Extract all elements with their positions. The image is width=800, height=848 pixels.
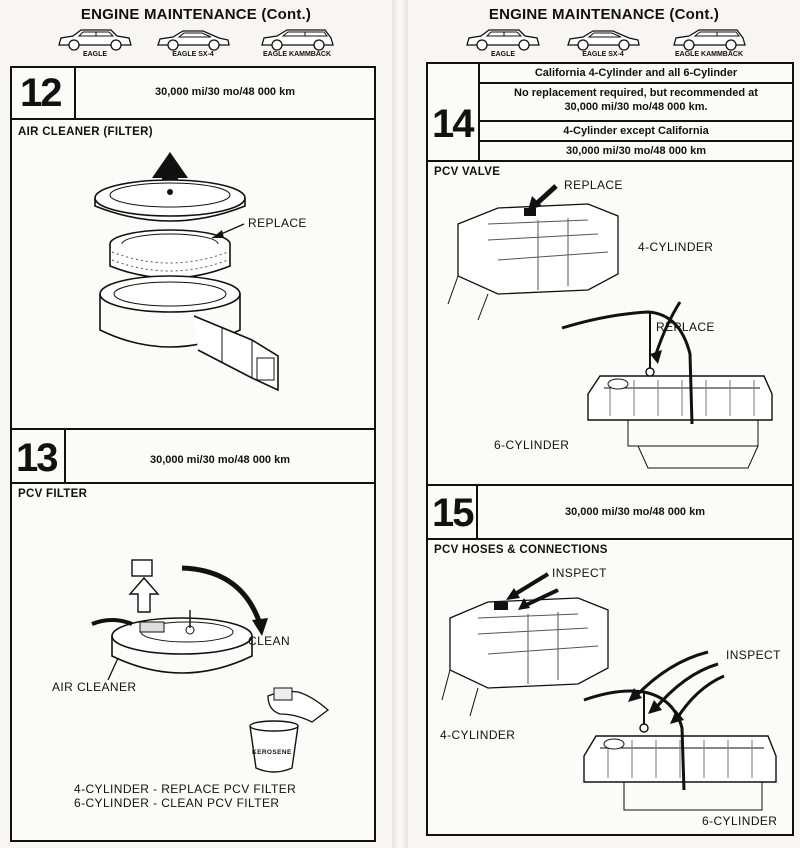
kerosene-can-label: KEROSENE [252,749,292,756]
car-kammback-label: EAGLE KAMMBACK [262,51,332,58]
right-page: ENGINE MAINTENANCE (Cont.) EAGLE EAGLE S… [408,0,800,848]
car-kammback-icon [673,29,746,51]
car-sx4-label: EAGLE SX-4 [582,51,624,58]
air-cleaner-illustration [94,152,279,392]
schedule-row-4: 30,000 mi/30 mo/48 000 km [565,145,707,157]
item-13-box: 13 30,000 mi/30 mo/48 000 km PCV FILTER [10,428,376,842]
item-12-header-rule [12,118,374,120]
item-15-box: 15 30,000 mi/30 mo/48 000 km PCV HOSES &… [426,484,794,836]
pcv-hoses-illustration [441,572,777,811]
car-eagle-label: EAGLE [490,51,516,58]
schedule-row-2-line-2: 30,000 mi/30 mo/48 000 km. [564,101,708,113]
page-gutter [392,0,408,848]
item-interval: 30,000 mi/30 mo/48 000 km [564,506,706,518]
item-number: 13 [16,436,58,480]
section-title: PCV VALVE [434,166,501,178]
item-12-box: 12 30,000 mi/30 mo/48 000 km AIR CLEANER… [10,66,376,432]
car-eagle-icon [466,29,540,51]
schedule-row-3: 4-Cylinder except California [563,125,709,137]
pcv-valve-illustration [447,184,773,469]
item-number: 15 [432,491,474,535]
replace-label-4cyl: REPLACE [564,178,623,192]
car-kammback-label: EAGLE KAMMBACK [674,51,744,58]
clean-label: CLEAN [248,634,291,648]
car-eagle: EAGLE [458,26,548,58]
inspect-label-4cyl: INSPECT [552,566,607,580]
section-title: PCV FILTER [18,488,88,500]
replace-label-6cyl: REPLACE [656,320,715,334]
item-14-row-rule-1 [480,82,792,84]
schedule-row-1: California 4-Cylinder and all 6-Cylinder [534,67,738,79]
four-cylinder-label: 4-CYLINDER [440,728,516,742]
car-sx4-icon [567,30,640,51]
left-page: ENGINE MAINTENANCE (Cont.) EAGLE EAGLE S… [0,0,392,848]
page-title: ENGINE MAINTENANCE (Cont.) [80,6,312,23]
filter-note-line-2: 6-CYLINDER - CLEAN PCV FILTER [74,796,280,810]
item-12-divider [74,68,76,118]
inspect-label-6cyl: INSPECT [726,648,781,662]
item-interval: 30,000 mi/30 mo/48 000 km [154,86,296,98]
right-page-header: ENGINE MAINTENANCE (Cont.) [408,6,800,23]
car-eagle-label: EAGLE [82,51,108,58]
item-14-row-rule-3 [480,140,792,142]
car-kammback: EAGLE KAMMBACK [664,26,754,58]
item-interval: 30,000 mi/30 mo/48 000 km [149,454,291,466]
car-eagle: EAGLE [50,26,140,58]
six-cylinder-label: 6-CYLINDER [494,438,570,452]
item-14-divider [478,64,480,160]
page-title: ENGINE MAINTENANCE (Cont.) [488,6,720,23]
car-kammback: EAGLE KAMMBACK [252,26,342,58]
schedule-row-2-line-1: No replacement required, but recommended… [514,87,758,99]
item-14-box: 14 California 4-Cylinder and all 6-Cylin… [426,62,794,488]
left-page-header: ENGINE MAINTENANCE (Cont.) [0,6,392,23]
car-sx4: EAGLE SX-4 [558,26,648,58]
section-title: PCV HOSES & CONNECTIONS [434,544,608,556]
item-14-row-rule-2 [480,120,792,122]
section-title: AIR CLEANER (FILTER) [18,126,153,138]
item-15-divider [476,486,478,538]
item-number: 14 [432,102,474,146]
car-sx4-icon [157,30,230,51]
car-sx4: EAGLE SX-4 [148,26,238,58]
replace-label: REPLACE [248,216,307,230]
pcv-filter-illustration [91,559,330,773]
car-eagle-icon [58,29,132,51]
item-number: 12 [20,71,62,115]
car-kammback-icon [261,29,334,51]
item-13-header-rule [12,482,374,484]
item-15-header-rule [428,538,792,540]
six-cylinder-label: 6-CYLINDER [702,814,778,828]
item-13-divider [64,430,66,482]
filter-note-line-1: 4-CYLINDER - REPLACE PCV FILTER [74,782,297,796]
car-sx4-label: EAGLE SX-4 [172,51,214,58]
air-cleaner-label: AIR CLEANER [52,680,137,694]
four-cylinder-label: 4-CYLINDER [638,240,714,254]
item-14-header-rule [428,160,792,162]
